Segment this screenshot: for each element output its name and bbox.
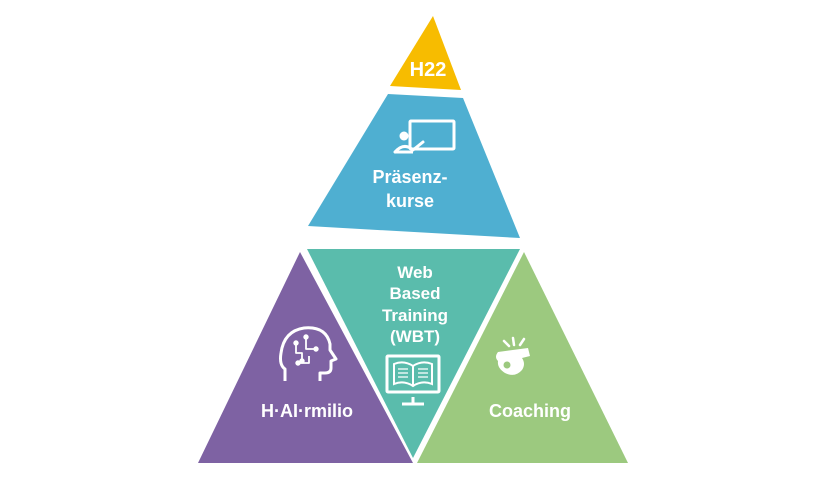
segment-presence-label: Präsenz- kurse xyxy=(340,165,480,214)
segment-wbt-label-line: (WBT) xyxy=(389,326,441,346)
segment-hai xyxy=(198,252,413,463)
segment-coaching-label: Coaching xyxy=(488,401,571,421)
ai-head-icon xyxy=(279,326,338,381)
whistle-icon xyxy=(496,336,530,375)
segment-wbt-label-line: Based xyxy=(389,284,441,304)
segment-wbt-label-line: Web xyxy=(397,263,433,282)
segment-hai-label: H·AI·rmilio xyxy=(261,401,353,421)
presentation-icon xyxy=(393,119,456,154)
segment-presence-label-line: Präsenz- xyxy=(372,167,448,187)
segment-wbt xyxy=(307,249,520,458)
segment-wbt-label-line: Training xyxy=(381,305,449,325)
segment-presence-label-line: kurse xyxy=(385,191,435,212)
segment-top xyxy=(390,16,461,90)
segment-presence xyxy=(308,94,520,238)
book-monitor-icon xyxy=(385,354,441,406)
segment-wbt-label: Web Based Training (WBT) xyxy=(345,262,485,347)
segment-top-label: H22 xyxy=(409,59,447,81)
